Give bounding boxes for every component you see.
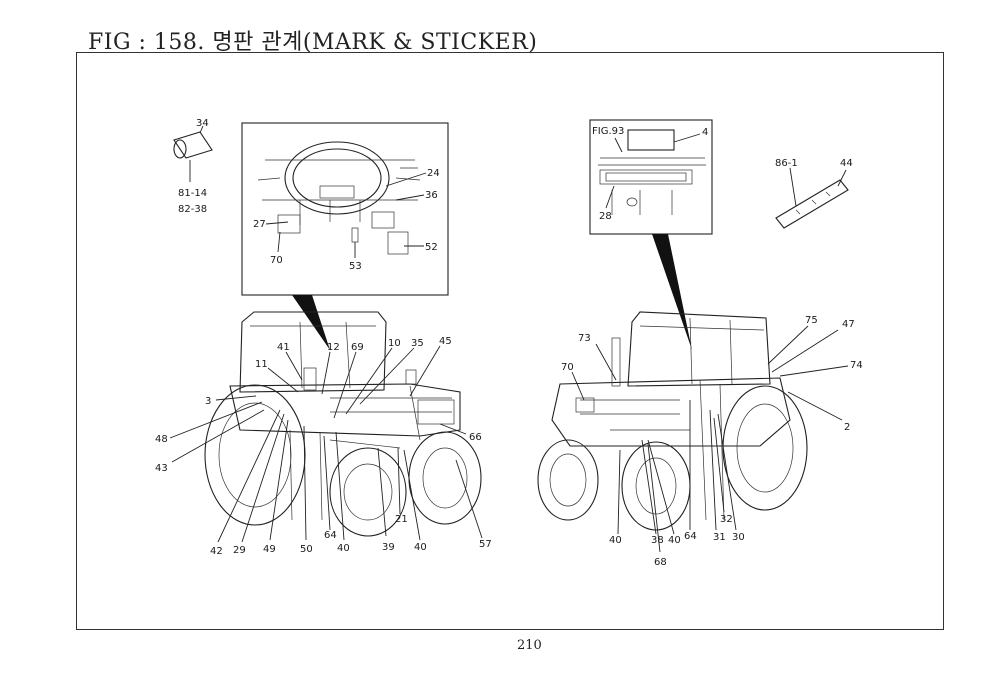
callout-81-14: 81-14 [178,188,207,199]
front-tractor-drawing [169,311,483,543]
callout-70-rear: 70 [561,362,574,373]
callout-52: 52 [425,242,438,253]
callout-40-rear-b: 40 [668,535,681,546]
callout-32: 32 [720,514,733,525]
callout-43: 43 [155,463,168,474]
callout-40-front-a: 40 [337,543,350,554]
callout-64-rear: 64 [684,531,697,542]
callout-4: 4 [702,127,708,138]
callout-3: 3 [205,396,211,407]
callout-40-front-b: 40 [414,542,427,553]
callout-31: 31 [713,532,726,543]
callout-86-1: 86-1 [775,158,798,169]
callout-69: 69 [351,342,364,353]
callout-38: 38 [651,535,664,546]
part-86-1-44-drawing [775,167,849,229]
callout-35: 35 [411,338,424,349]
page-number: 210 [517,638,542,653]
callout-64-front: 64 [324,530,337,541]
callout-21: 21 [395,514,408,525]
callout-48: 48 [155,434,168,445]
callout-50: 50 [300,544,313,555]
diagram-frame [76,52,944,630]
callout-74: 74 [850,360,863,371]
callout-2: 2 [844,422,850,433]
callout-44: 44 [840,158,853,169]
dashboard-inset [241,122,449,350]
callout-12: 12 [327,342,340,353]
callout-labels: 34 81-14 82-38 24 36 27 70 53 52 FIG.93 … [155,118,863,568]
callout-41: 41 [277,342,290,353]
rear-tractor-drawing [537,311,849,553]
rear-inset [589,119,713,350]
callout-75: 75 [805,315,818,326]
callout-82-38: 82-38 [178,204,207,215]
callout-29: 29 [233,545,246,556]
callout-36: 36 [425,190,438,201]
callout-27: 27 [253,219,266,230]
callout-28: 28 [599,211,612,222]
callout-47: 47 [842,319,855,330]
callout-49: 49 [263,544,276,555]
callout-10: 10 [388,338,401,349]
callout-30: 30 [732,532,745,543]
callout-fig93: FIG.93 [592,126,624,137]
callout-34: 34 [196,118,209,129]
callout-73: 73 [578,333,591,344]
callout-42: 42 [210,546,223,557]
callout-24: 24 [427,168,440,179]
callout-45: 45 [439,336,452,347]
callout-53: 53 [349,261,362,272]
callout-40-rear-a: 40 [609,535,622,546]
callout-11: 11 [255,359,268,370]
callout-66: 66 [469,432,482,443]
callout-70-inset: 70 [270,255,283,266]
part-34-drawing [173,125,213,182]
callout-39: 39 [382,542,395,553]
callout-57: 57 [479,539,492,550]
callout-68: 68 [654,557,667,568]
figure-title: FIG : 158. 명판 관계(MARK & STICKER) [88,30,538,55]
